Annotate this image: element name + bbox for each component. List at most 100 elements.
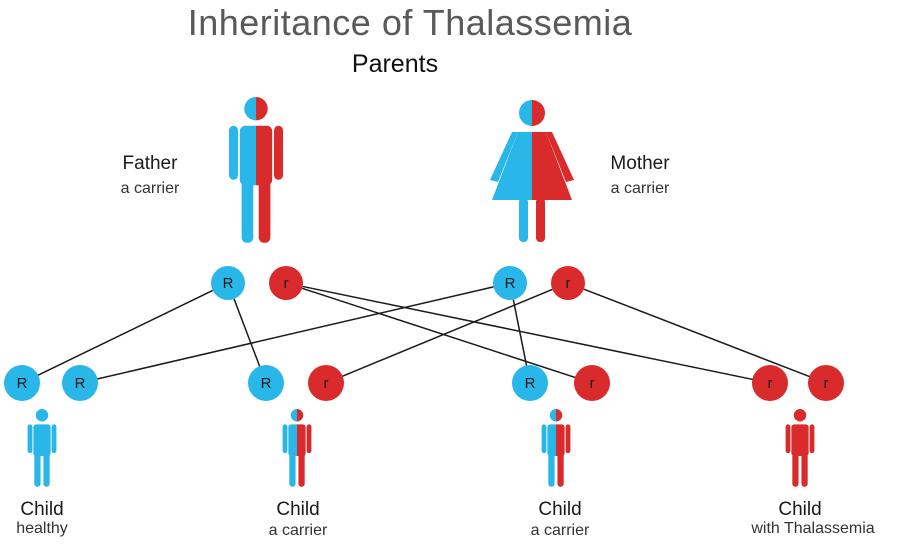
child-2-figure-icon-affected-half (297, 409, 312, 487)
child-3-figure-icon-l-left-arm (541, 424, 547, 454)
child-3-figure-icon-l-head (549, 409, 556, 422)
parent-1-allele-2-circle (269, 266, 303, 300)
mother-figure-icon-l-left-arm (490, 132, 518, 182)
parent-2-allele-1-circle (493, 266, 527, 300)
mother-figure-icon-l-head (519, 100, 532, 126)
parents-heading: Parents (351, 50, 439, 78)
child-1-figure-icon-body-left-arm (27, 424, 33, 454)
child-2-status: a carrier (268, 522, 328, 539)
child-2-allele-1-circle (248, 365, 284, 401)
inheritance-line-7 (302, 285, 754, 381)
inheritance-line-6 (301, 287, 577, 379)
child-1-allele-2: R (62, 365, 98, 401)
child-1-figure-icon-body-head (35, 409, 49, 422)
child-4-figure-icon-body-right-arm (809, 424, 815, 454)
child-1-allele-1: R (4, 365, 40, 401)
inheritance-line-2 (96, 286, 494, 380)
father-figure-icon-r-head (256, 97, 268, 121)
child-2-figure-icon-r-right-arm (306, 424, 312, 454)
parent-2-allele-2-circle (551, 266, 585, 300)
child-3-allele-1-letter: R (525, 375, 536, 392)
father-label: Father (122, 153, 178, 174)
mother-figure-icon-r-dress (532, 132, 572, 200)
child-3-figure-icon (541, 409, 571, 487)
child-1-figure-icon-body-torso (33, 424, 51, 457)
mother-label: Mother (610, 153, 670, 174)
father-figure-icon-healthy-half (229, 97, 256, 243)
child-4-allele-1: r (752, 365, 788, 401)
mother-figure-icon-r-right-arm (546, 132, 574, 182)
child-2-figure-icon-l-left-arm (282, 424, 288, 454)
child-4-allele-1-letter: r (768, 375, 773, 392)
mother-figure-icon-r-head (532, 100, 545, 126)
parent-2-allele-1: R (493, 266, 527, 300)
child-3-allele-2: r (574, 365, 610, 401)
child-4-figure-icon-body-head (793, 409, 807, 422)
mother-figure-icon (490, 100, 574, 242)
child-4-allele-1-circle (752, 365, 788, 401)
child-1-figure-icon-body-right-leg (43, 453, 50, 487)
child-2-allele-2-circle (308, 365, 344, 401)
child-3-figure-icon-healthy-half (541, 409, 556, 487)
parent-2-allele-2-letter: r (566, 275, 571, 292)
child-4-label: Child (778, 499, 822, 520)
inheritance-lines (36, 285, 811, 381)
child-1-allele-2-letter: R (75, 375, 86, 392)
diagram-title: Inheritance of Thalassemia (187, 2, 633, 43)
child-4-status: with Thalassemia (751, 520, 875, 537)
child-2-allele-2-letter: r (324, 375, 329, 392)
child-4-figure-icon-body-torso (791, 424, 809, 457)
child-2-allele-1: R (248, 365, 284, 401)
father-figure-icon-r-torso (256, 125, 273, 186)
parent-1-allele-1-circle (211, 266, 245, 300)
parent-1-allele-1: R (211, 266, 245, 300)
child-3-label: Child (538, 499, 582, 520)
mother-figure-icon-affected-half (532, 100, 574, 242)
father-status: a carrier (120, 180, 180, 197)
inheritance-line-3 (233, 298, 261, 368)
child-2-figure-icon-l-left-leg (289, 453, 296, 487)
child-4-figure-icon-body-right-leg (801, 453, 808, 487)
child-3-figure-icon-r-torso (556, 424, 565, 457)
child-2-allele-1-letter: R (261, 375, 272, 392)
mother-figure-icon-l-left-leg (519, 198, 528, 242)
father-figure-icon-r-right-leg (258, 179, 271, 243)
child-2-figure-icon (282, 409, 312, 487)
father-figure-icon-l-left-arm (229, 125, 238, 180)
child-3-figure-icon-l-left-leg (548, 453, 555, 487)
father-figure-icon-l-torso (239, 125, 256, 186)
mother-figure-icon-r-right-leg (536, 198, 545, 242)
child-1-figure-icon (27, 409, 57, 487)
child-2-figure-icon-l-torso (288, 424, 297, 457)
child-1-figure-icon-body-left-leg (34, 453, 41, 487)
child-4-allele-2-letter: r (824, 375, 829, 392)
parent-1-allele-2: r (269, 266, 303, 300)
child-4-figure-icon-body-left-leg (792, 453, 799, 487)
child-1-status: healthy (16, 520, 68, 537)
child-3-figure-icon-r-right-arm (565, 424, 571, 454)
father-figure-icon-l-left-leg (241, 179, 254, 243)
father-figure-icon-affected-half (256, 97, 283, 243)
child-2-figure-icon-healthy-half (282, 409, 297, 487)
child-4-figure-icon-body-left-arm (785, 424, 791, 454)
child-2-figure-icon-r-head (297, 409, 304, 422)
inheritance-line-5 (512, 299, 528, 367)
child-3-allele-2-letter: r (590, 375, 595, 392)
child-4-figure-icon (785, 409, 815, 487)
child-3-figure-icon-r-head (556, 409, 563, 422)
parent-1-allele-2-letter: r (284, 275, 289, 292)
inheritance-line-1 (36, 289, 214, 377)
inheritance-line-8 (583, 288, 811, 378)
mother-status: a carrier (610, 180, 670, 197)
inheritance-line-4 (341, 288, 553, 378)
parent-2-allele-2: r (551, 266, 585, 300)
mother-figure-icon-l-dress (492, 132, 532, 200)
child-4-allele-2: r (808, 365, 844, 401)
child-3-figure-icon-l-torso (547, 424, 556, 457)
father-figure-icon-r-right-arm (274, 125, 283, 180)
child-1-allele-2-circle (62, 365, 98, 401)
child-3-figure-icon-affected-half (556, 409, 571, 487)
child-1-allele-1-letter: R (17, 375, 28, 392)
parent-2-allele-1-letter: R (505, 275, 516, 292)
